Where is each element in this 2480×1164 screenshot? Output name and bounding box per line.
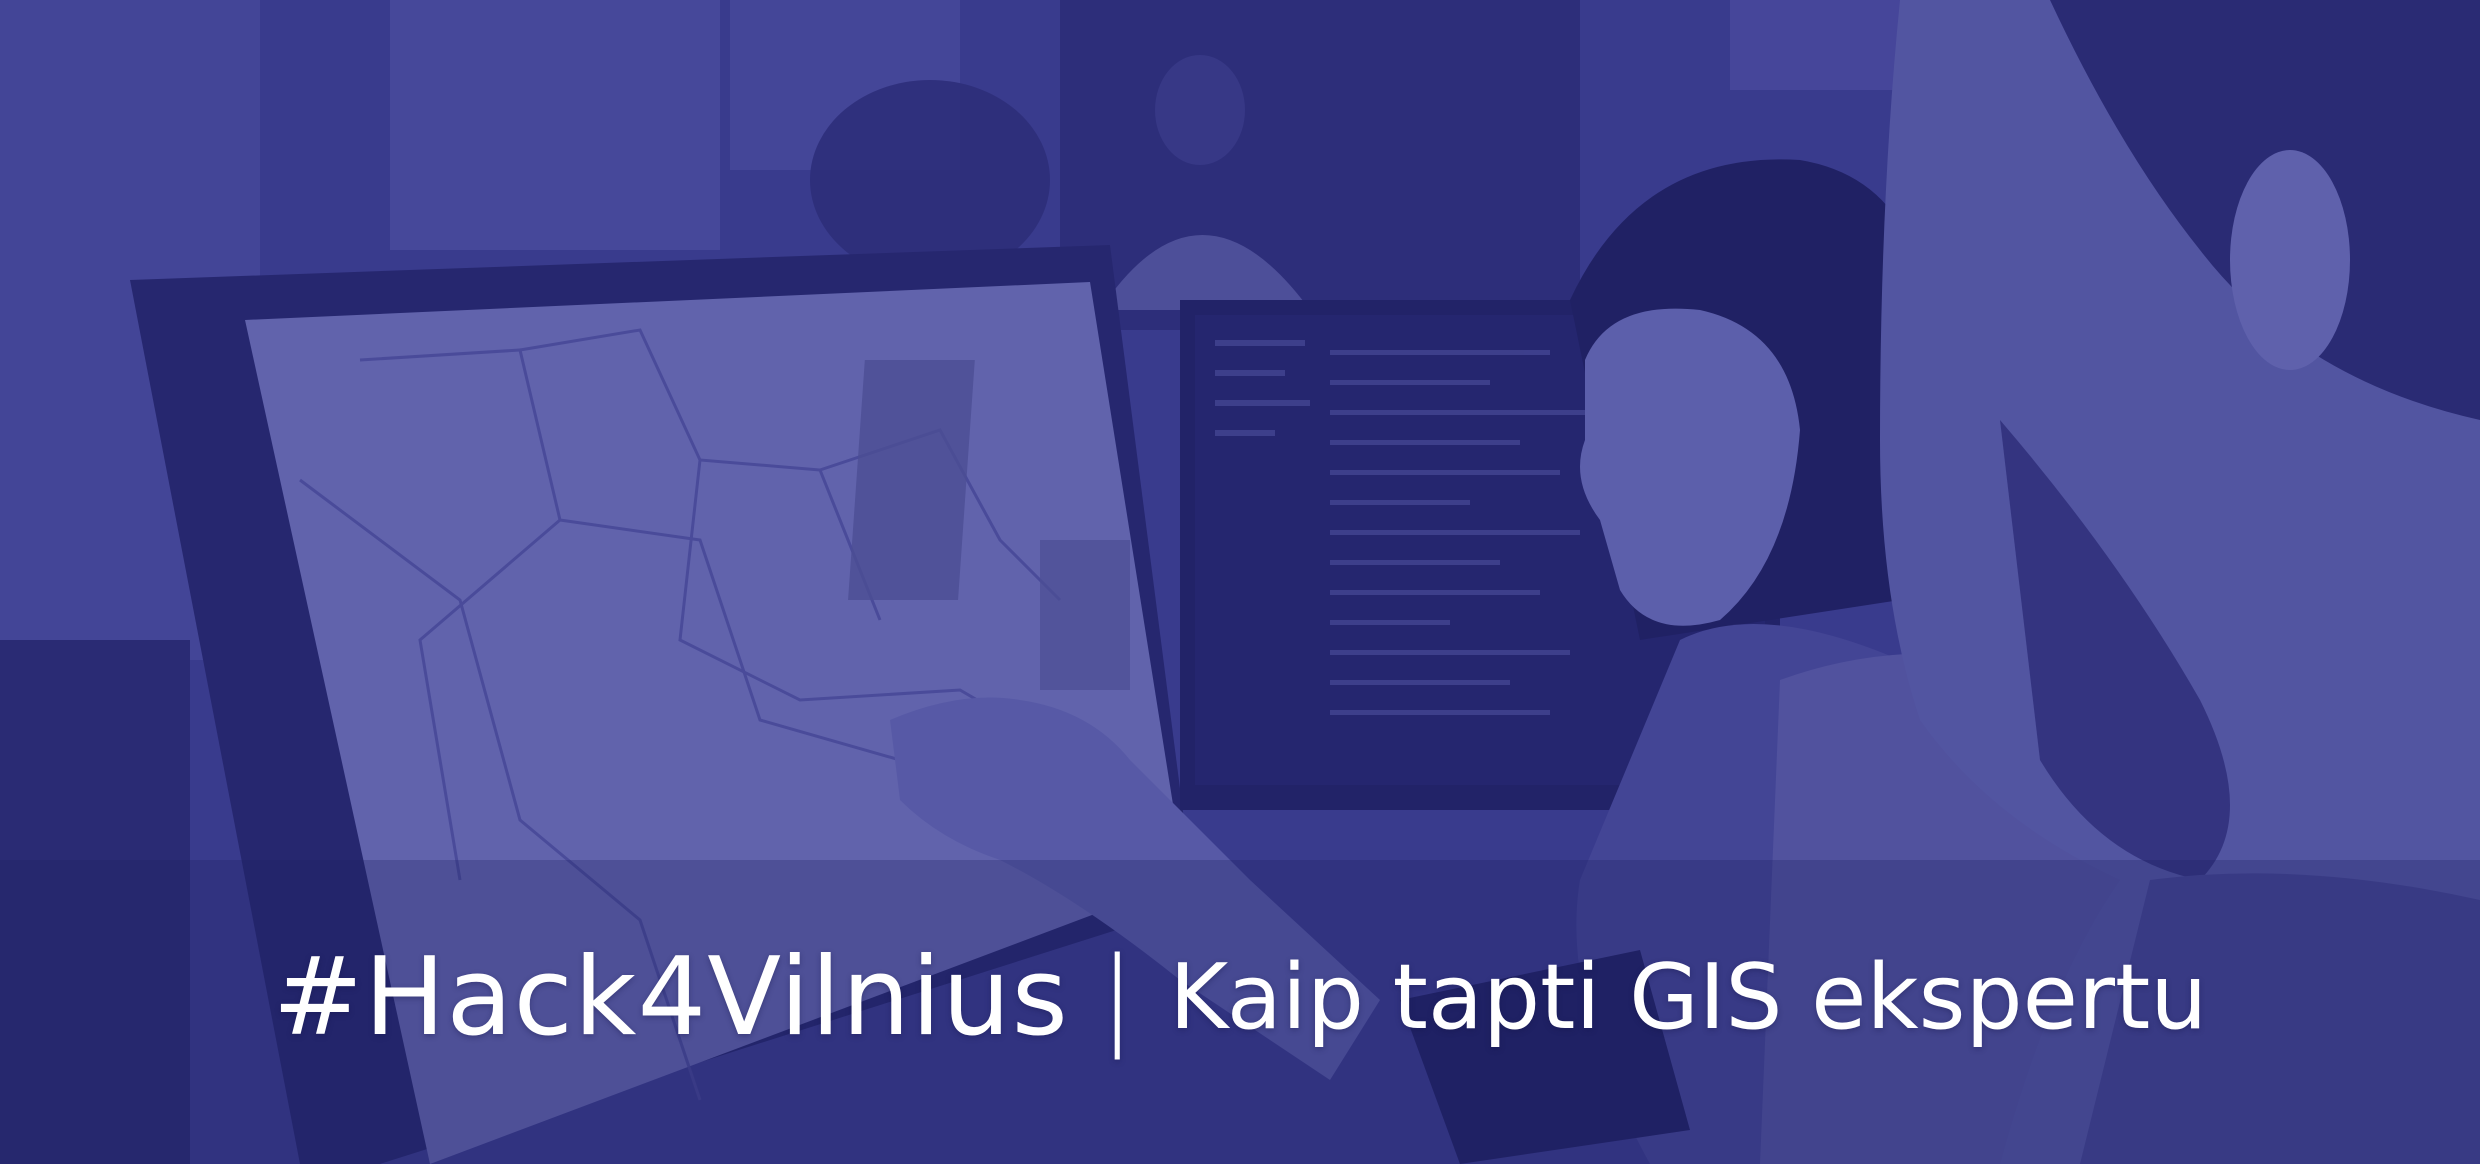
woman-face xyxy=(1580,308,1800,626)
bottom-shade xyxy=(0,860,2480,1164)
map-hatched-area xyxy=(848,360,975,600)
keyboard xyxy=(1400,950,1690,1164)
man-shirt xyxy=(2080,873,2480,1164)
man-figure xyxy=(1880,0,2480,1164)
background-person-head xyxy=(1155,55,1245,165)
banner-title: #Hack4Vilnius | Kaip tapti GIS ekspertu xyxy=(0,935,2480,1060)
background-person-body xyxy=(1100,235,1310,310)
map-boundaries xyxy=(299,328,1081,1101)
pointing-hand xyxy=(890,697,1380,1080)
back-window-left xyxy=(390,0,720,250)
code-lines xyxy=(1215,340,1590,715)
hashtag-text: #Hack4Vilnius xyxy=(272,935,1069,1060)
man-beard xyxy=(2000,420,2230,880)
man-ear xyxy=(2230,150,2350,370)
subtitle-text: Kaip tapti GIS ekspertu xyxy=(1169,945,2208,1050)
map-monitor xyxy=(130,245,1195,1164)
left-desk xyxy=(0,640,190,1164)
background-person-standing xyxy=(810,80,1050,280)
title-separator: | xyxy=(1098,935,1136,1060)
map-hatched-area-2 xyxy=(1040,540,1130,690)
